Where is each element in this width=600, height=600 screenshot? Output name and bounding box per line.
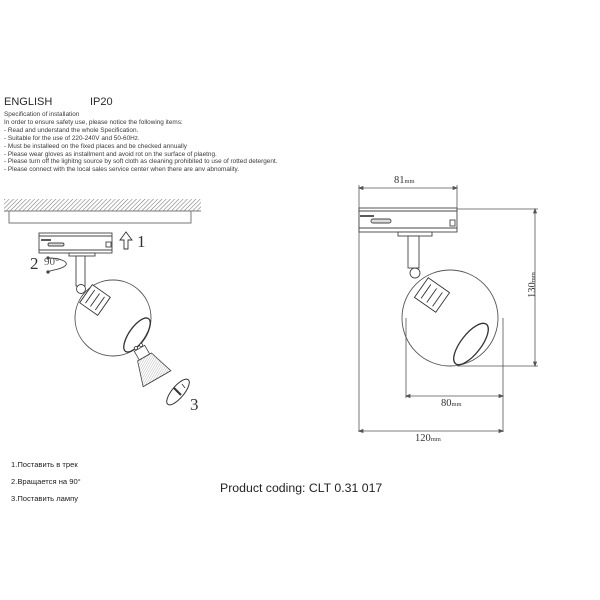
spec-item: - Please connect with the local sales se…: [4, 166, 240, 174]
track-rail-icon: [8, 210, 192, 224]
dimension-height: 130mm: [527, 272, 538, 298]
ceiling-icon: [4, 199, 201, 212]
gu10-bulb-icon: [133, 343, 172, 388]
dimension-shade-diameter: 80mm: [441, 398, 462, 409]
spec-item: - Please turn off the lighitng source by…: [4, 158, 278, 166]
step-marker-3: 3: [190, 395, 199, 414]
spec-title: Specification of installation: [4, 111, 80, 118]
specification-block: Specification of installation In order t…: [4, 111, 277, 174]
up-arrow-icon: [119, 231, 133, 250]
spec-intro: In order to ensure safety use, please no…: [4, 118, 183, 126]
dimension-drawing: [357, 185, 538, 434]
step-2-text: 2.Вращается на 90°: [11, 477, 81, 486]
language-heading: ENGLISH: [4, 96, 53, 108]
spec-item: - Please wear gloves as installment and …: [4, 150, 217, 158]
track-adapter-icon: [38, 232, 113, 257]
rotate-icon: [46, 256, 67, 274]
ip-rating: IP20: [90, 96, 113, 108]
dimension-track-width: 81mm: [394, 175, 415, 186]
step-3-text: 3.Поставить лампу: [11, 494, 79, 503]
product-coding: Product coding: CLT 0.31 017: [220, 481, 383, 495]
spec-item: - Read and understand the whole Specific…: [4, 126, 139, 134]
dimension-total-width: 120mm: [415, 433, 441, 444]
spec-item: - Must be installeed on the fixed places…: [4, 142, 187, 150]
step-marker-2: 2: [30, 254, 39, 273]
spec-item: - Suitable for the use of 220-240V and 5…: [4, 134, 140, 142]
lamp-globe-icon: [74, 279, 152, 357]
lamp-stem-icon: [75, 255, 86, 294]
step-1-text: 1.Поставить в трек: [11, 460, 78, 469]
rotation-angle-label: 90°: [44, 256, 60, 268]
step-marker-1: 1: [137, 232, 146, 251]
twist-icon: [166, 378, 190, 406]
